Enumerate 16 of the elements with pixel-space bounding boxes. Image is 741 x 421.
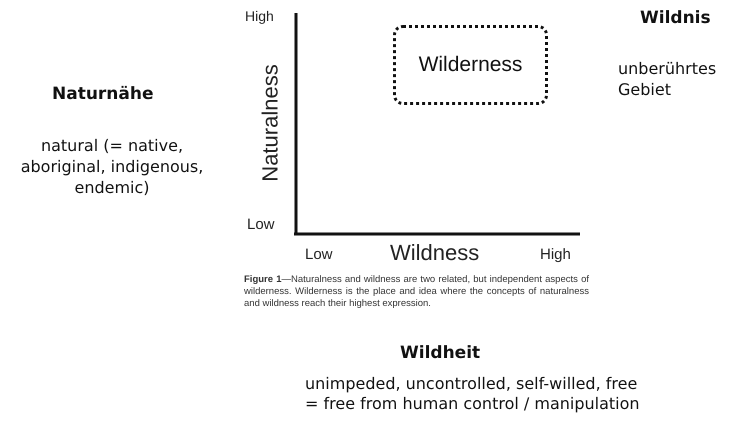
axis-title: Naturalness <box>258 64 284 182</box>
description: unimpeded, uncontrolled, self-willed, free <box>305 374 638 393</box>
axis-tick-label: High <box>540 246 571 263</box>
description: = free from human control / manipulation <box>305 394 640 413</box>
axis-title: Wildness <box>390 240 480 266</box>
description: natural (= native, aboriginal, indigenous, endemic) <box>20 135 204 198</box>
region-label: Wilderness <box>418 53 522 77</box>
heading: Naturnähe <box>52 84 154 104</box>
heading: Wildnis <box>640 8 711 28</box>
figure-caption: Figure 1—Naturalness and wildness are two related, but independent aspects of wilderness. Wilderness is the place and idea where the concepts of naturalness and wildness reach their highest expression. <box>244 274 589 310</box>
axis-tick-label: Low <box>305 246 333 263</box>
axis-tick-label: High <box>245 8 274 24</box>
description: unberührtes Gebiet <box>618 58 718 100</box>
dotted-region-box <box>393 25 548 105</box>
heading: Wildheit <box>400 343 480 363</box>
axis-tick-label: Low <box>247 216 275 233</box>
